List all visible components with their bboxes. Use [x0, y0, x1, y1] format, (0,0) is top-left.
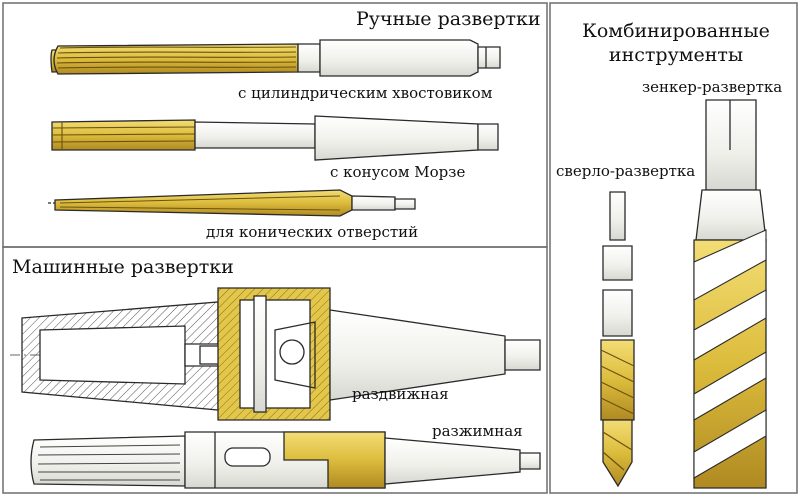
expandable-reamer-label: раздвижная [352, 385, 449, 403]
combined-tools-title-line2: инструменты [608, 44, 744, 66]
conical-holes-label: для конических отверстий [206, 223, 419, 241]
hand-reamers-title: Ручные развертки [356, 8, 541, 30]
cylindrical-shank-label: с цилиндрическим хвостовиком [238, 84, 493, 102]
reamer-conical [48, 189, 416, 217]
reamer-cylindrical-shank [50, 39, 501, 77]
morse-taper-label: с конусом Морзе [330, 163, 466, 181]
tool-countersink-reamer [693, 99, 767, 489]
combined-tools-title-line1: Комбинированные [582, 20, 770, 42]
tool-drill-reamer [600, 191, 635, 488]
countersink-reamer-label: зенкер-развертка [642, 78, 783, 96]
reamer-morse-taper [51, 115, 499, 161]
drill-reamer-label: сверло-развертка [556, 162, 696, 180]
reamer-adjustable [30, 431, 541, 489]
reamer-expandable [21, 287, 541, 421]
machine-reamers-title: Машинные развертки [12, 256, 234, 278]
adjustable-reamer-label: разжимная [432, 422, 523, 440]
